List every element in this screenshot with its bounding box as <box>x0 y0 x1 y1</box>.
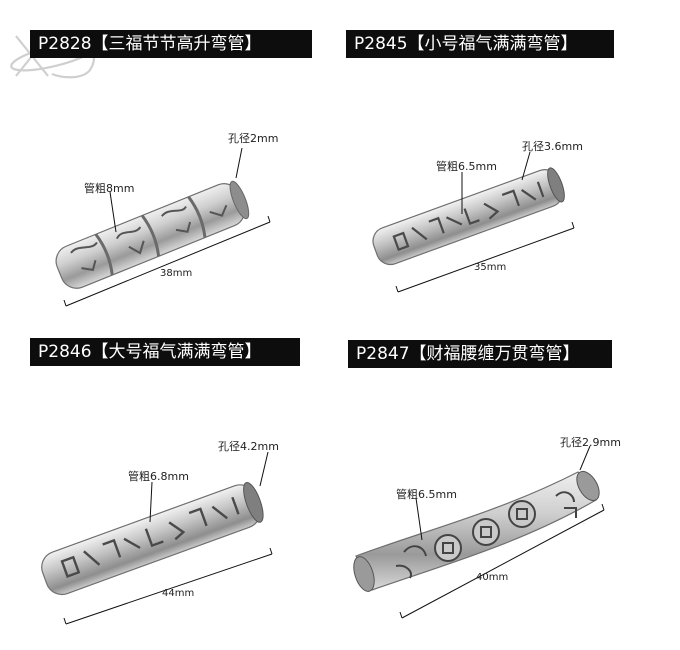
large-tube-p2846 <box>41 451 273 625</box>
product-title-p2847: P2847【财福腰缠万贯弯管】 <box>348 340 612 368</box>
hole-diameter-label: 孔径2.9mm <box>560 436 621 449</box>
length-label: 35mm <box>474 262 507 273</box>
small-tube-p2845 <box>372 151 575 293</box>
tube-thickness-label: 管粗8mm <box>84 182 135 195</box>
tube-thickness-label: 管粗6.5mm <box>396 488 457 501</box>
length-label: 40mm <box>476 572 509 583</box>
hole-diameter-label: 孔径4.2mm <box>218 440 279 453</box>
tube-thickness-label: 管粗6.5mm <box>436 160 497 173</box>
product-title-p2845: P2845【小号福气满满弯管】 <box>346 30 614 58</box>
coin-tube-p2847 <box>353 445 605 619</box>
product-title-p2828: P2828【三福节节高升弯管】 <box>30 30 312 58</box>
product-title-p2846: P2846【大号福气满满弯管】 <box>30 338 300 366</box>
bamboo-tube-p2828 <box>55 147 271 307</box>
length-label: 44mm <box>162 588 195 599</box>
length-label: 38mm <box>160 268 193 279</box>
tube-thickness-label: 管粗6.8mm <box>128 470 189 483</box>
hole-diameter-label: 孔径3.6mm <box>522 140 583 153</box>
hole-diameter-label: 孔径2mm <box>228 132 279 145</box>
